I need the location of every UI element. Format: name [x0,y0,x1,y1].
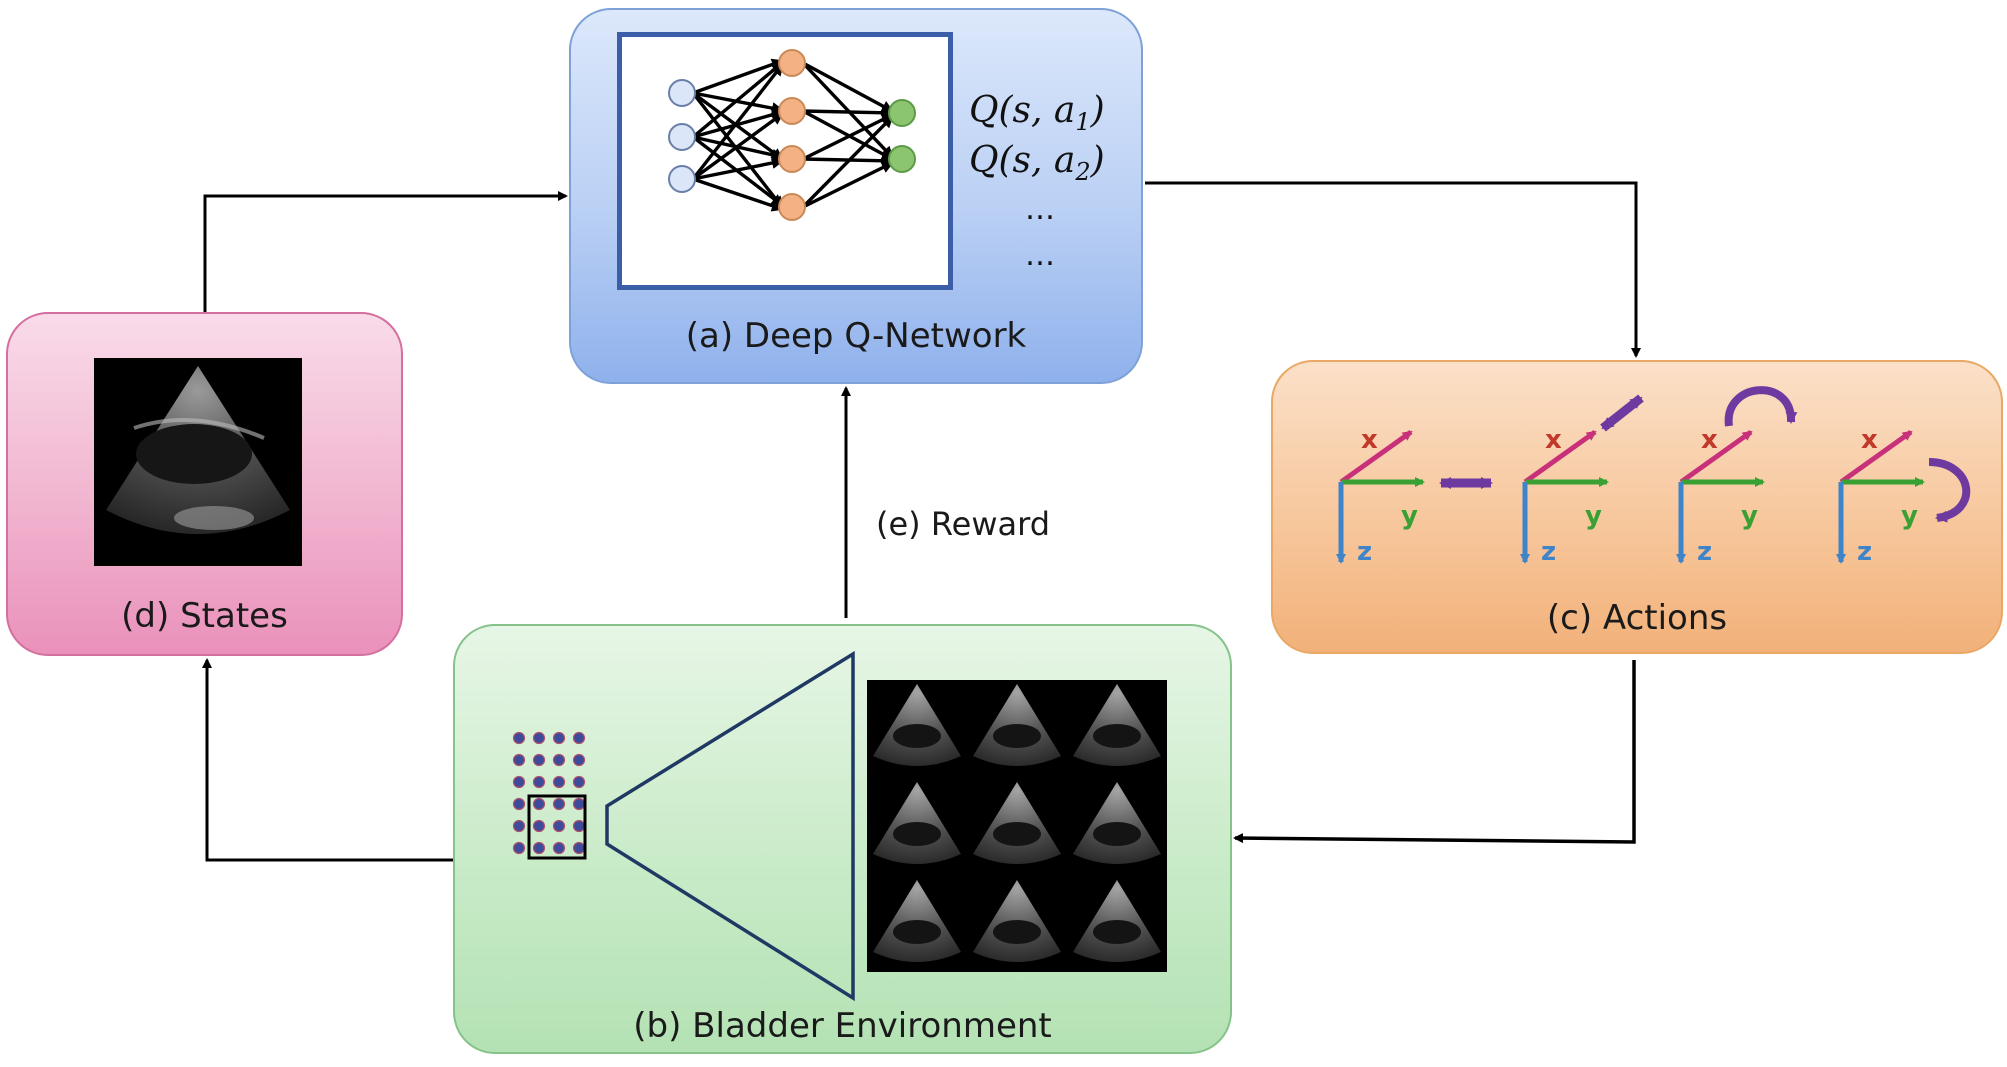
axis-label-x: x [1545,425,1562,455]
ultrasound-tile [1073,684,1161,766]
hidden-node [778,49,806,77]
reward-label: (e) Reward [876,505,1050,543]
neural-network-diagram [668,49,916,221]
axis-label-z: z [1357,537,1372,567]
axis-label-y: y [1901,501,1918,531]
arrow-dqn-to-actions [1145,181,1641,358]
input-node [668,165,696,193]
neural-network-frame [617,32,953,290]
action-frame-translate-x [1520,394,1644,564]
ultrasound-tile [973,782,1061,864]
axis-label-y: y [1401,501,1418,531]
deep-q-network-box: Q(s, a1) Q(s, a2) … … (a) Deep Q-Network [569,8,1143,384]
ultrasound-image-grid [867,680,1167,972]
axis-label-x: x [1861,425,1878,455]
ultrasound-tile [1073,782,1161,864]
ultrasound-tile [973,684,1061,766]
field-of-view-trapezoid [605,650,855,1002]
q-value-1: Q(s, a1) [969,90,1105,137]
axis-label-z: z [1541,537,1556,567]
output-node [888,145,916,173]
states-label: (d) States [121,596,288,636]
axis-label-x: x [1361,425,1378,455]
actions-box: x y z x y z x y z x y z (c) Actions [1271,360,2003,654]
axis-label-y: y [1741,501,1758,531]
hidden-node [778,145,806,173]
ultrasound-tile [1073,880,1161,962]
dqn-label: (a) Deep Q-Network [685,316,1027,356]
ultrasound-tile [873,782,961,864]
states-box: (d) States [6,312,403,656]
action-frame-translate-y [1336,429,1493,564]
ultrasound-state-image [94,358,302,566]
q-value-ellipsis-2: … [1025,238,1055,273]
q-value-2: Q(s, a2) [969,140,1105,187]
ultrasound-tile [973,880,1061,962]
arrow-states-to-dqn [203,191,568,312]
q-value-ellipsis-1: … [1025,192,1055,227]
action-frame-rotate-y [1836,429,1971,564]
action-frame-rotate-x [1676,386,1798,564]
environment-label: (b) Bladder Environment [633,1006,1052,1046]
input-node [668,79,696,107]
probe-grid-and-fov [512,650,1167,1002]
input-node [668,123,696,151]
output-node [888,99,916,127]
axis-label-z: z [1697,537,1712,567]
axis-label-x: x [1701,425,1718,455]
axis-label-y: y [1585,501,1602,531]
arrow-actions-to-env [1233,660,1636,844]
action-axes-diagram: x y z x y z x y z x y z [1336,386,1971,567]
actions-label: (c) Actions [1546,598,1728,638]
probe-position-grid [512,731,586,855]
arrow-env-to-states [202,658,453,862]
axis-label-z: z [1857,537,1872,567]
hidden-node [778,193,806,221]
ultrasound-tile [873,684,961,766]
ultrasound-tile [873,880,961,962]
selected-probe-window [527,794,587,860]
bladder-environment-box: (b) Bladder Environment [453,624,1232,1054]
hidden-node [778,97,806,125]
